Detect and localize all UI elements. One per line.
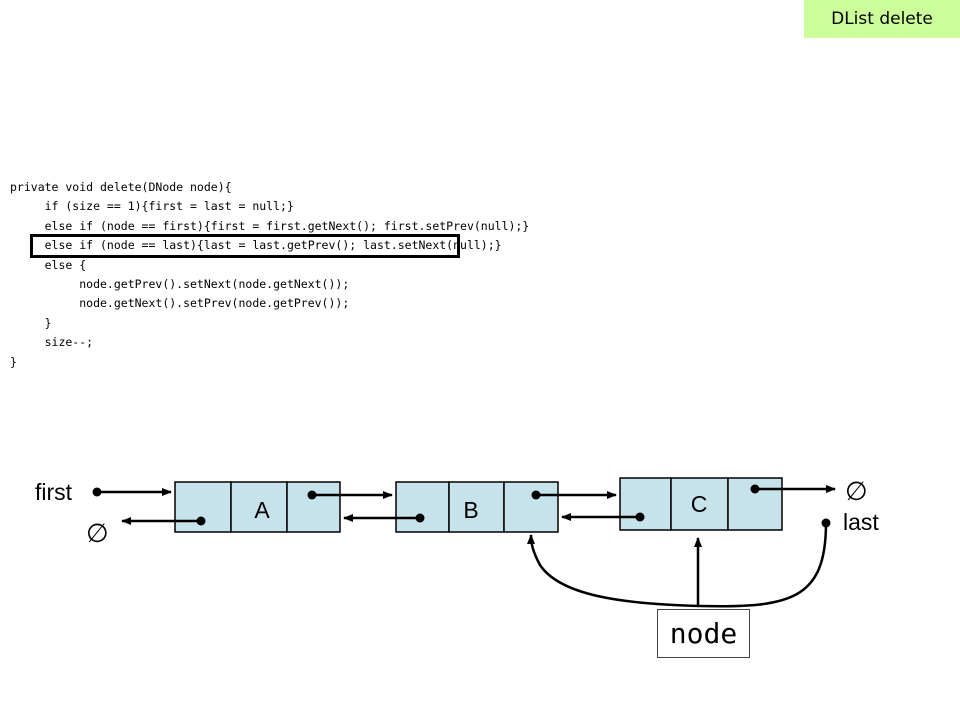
node-variable-label: node bbox=[657, 609, 750, 658]
node-a-value-cell bbox=[230, 481, 288, 533]
last-update-arrow bbox=[527, 522, 828, 608]
code-line: node.getPrev().setNext(node.getNext()); bbox=[10, 276, 350, 291]
code-highlight-box bbox=[30, 234, 460, 258]
node-a-next-cell bbox=[286, 481, 341, 533]
node-a-label: A bbox=[254, 497, 270, 523]
code-line: } bbox=[10, 354, 17, 369]
list-node-a: A bbox=[174, 481, 341, 533]
slide-title-tag: DList delete bbox=[804, 0, 960, 38]
null-symbol-left: ∅ bbox=[86, 518, 109, 548]
node-b-value-cell bbox=[448, 481, 505, 533]
first-pointer-dot bbox=[92, 487, 102, 497]
node-c-prev-cell bbox=[619, 477, 672, 531]
b-next-dot bbox=[531, 490, 541, 500]
code-line: private void delete(DNode node){ bbox=[10, 180, 232, 194]
c-next-dot bbox=[750, 484, 760, 494]
c-prev-dot bbox=[635, 512, 645, 522]
node-b-prev-cell bbox=[395, 481, 450, 533]
b-prev-dot bbox=[415, 513, 425, 523]
list-node-b: B bbox=[395, 481, 559, 533]
last-pointer-dot bbox=[821, 518, 831, 528]
code-listing: private void delete(DNode node){ if (siz… bbox=[10, 178, 529, 372]
code-line-highlighted: else if (node == last){last = last.getPr… bbox=[10, 238, 502, 253]
node-c-label: C bbox=[691, 491, 708, 517]
node-b-next-cell bbox=[503, 481, 559, 533]
null-symbol-right: ∅ bbox=[845, 476, 868, 506]
code-line: if (size == 1){first = last = null;} bbox=[10, 199, 294, 214]
code-line: node.getNext().setPrev(node.getPrev()); bbox=[10, 296, 350, 311]
code-line: size--; bbox=[10, 335, 94, 350]
node-b-label: B bbox=[463, 497, 478, 523]
node-c-value-cell bbox=[670, 477, 729, 531]
code-line: } bbox=[10, 315, 52, 330]
first-label: first bbox=[35, 479, 73, 505]
last-label: last bbox=[843, 509, 879, 535]
a-next-dot bbox=[307, 490, 317, 500]
code-line: else if (node == first){first = first.ge… bbox=[10, 218, 530, 233]
a-prev-dot bbox=[196, 516, 206, 526]
code-line: else { bbox=[10, 257, 87, 272]
